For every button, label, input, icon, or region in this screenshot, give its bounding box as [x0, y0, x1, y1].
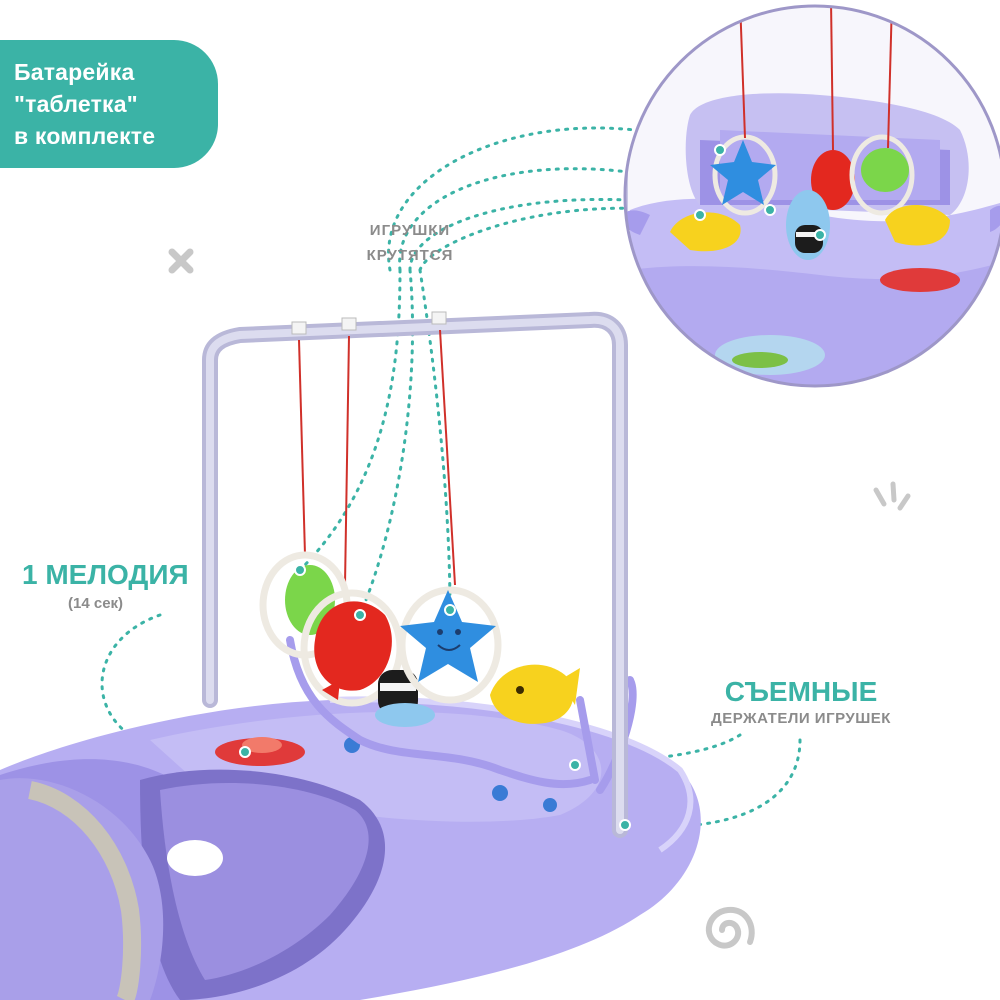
walker-base	[0, 696, 701, 1000]
badge-line: в комплекте	[14, 123, 156, 149]
close-x-icon	[168, 248, 194, 274]
callout-dots	[239, 144, 826, 831]
badge-line: Батарейка	[14, 59, 135, 85]
hanging-toys	[259, 551, 580, 727]
toy-arch	[202, 311, 628, 838]
removable-subtitle: ДЕРЖАТЕЛИ ИГРУШЕК	[711, 710, 891, 727]
battery-included-badge: Батарейка "таблетка" в комплекте	[0, 40, 218, 168]
sparkle-icon	[873, 481, 911, 511]
toys-rotate-label: ИГРУШКИ КРУТЯТСЯ	[340, 218, 480, 268]
detail-inset	[623, 4, 1000, 388]
melody-duration: (14 сек)	[68, 595, 124, 612]
removable-title: СЪЕМНЫЕ	[724, 676, 878, 707]
toys-rotate-line: ИГРУШКИ	[369, 222, 451, 239]
badge-line: "таблетка"	[14, 91, 138, 117]
melody-title: 1 МЕЛОДИЯ	[22, 559, 189, 590]
toys-rotate-line: КРУТЯТСЯ	[366, 247, 454, 264]
spiral-icon	[705, 906, 755, 949]
